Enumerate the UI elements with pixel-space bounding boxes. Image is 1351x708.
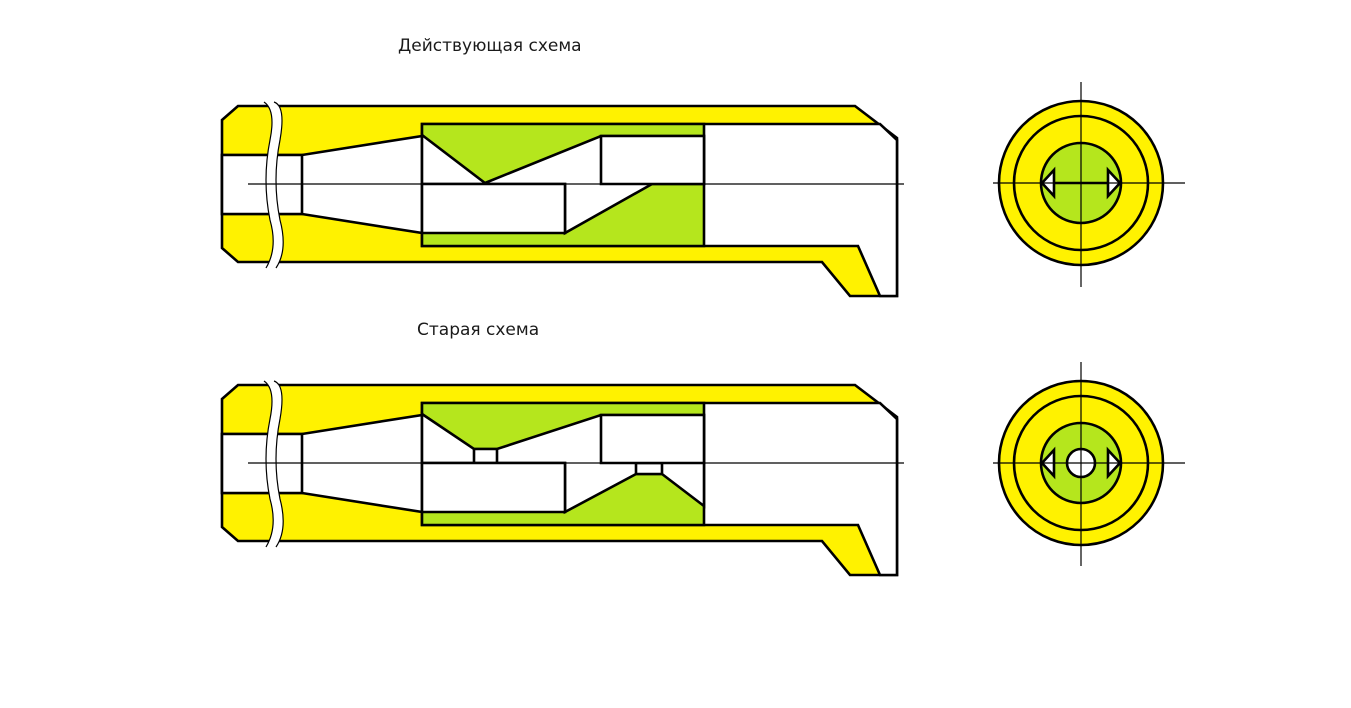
end-view-old xyxy=(993,362,1185,566)
diagram-title-old: Старая схема xyxy=(417,320,540,340)
green-insert xyxy=(420,401,706,527)
section-view-current xyxy=(220,101,899,298)
diagram-title-current: Действующая схема xyxy=(398,36,582,56)
end-view-current xyxy=(993,82,1185,287)
section-view-old xyxy=(220,380,899,577)
break-line xyxy=(264,381,284,547)
green-insert xyxy=(420,122,706,248)
break-line xyxy=(264,102,284,268)
